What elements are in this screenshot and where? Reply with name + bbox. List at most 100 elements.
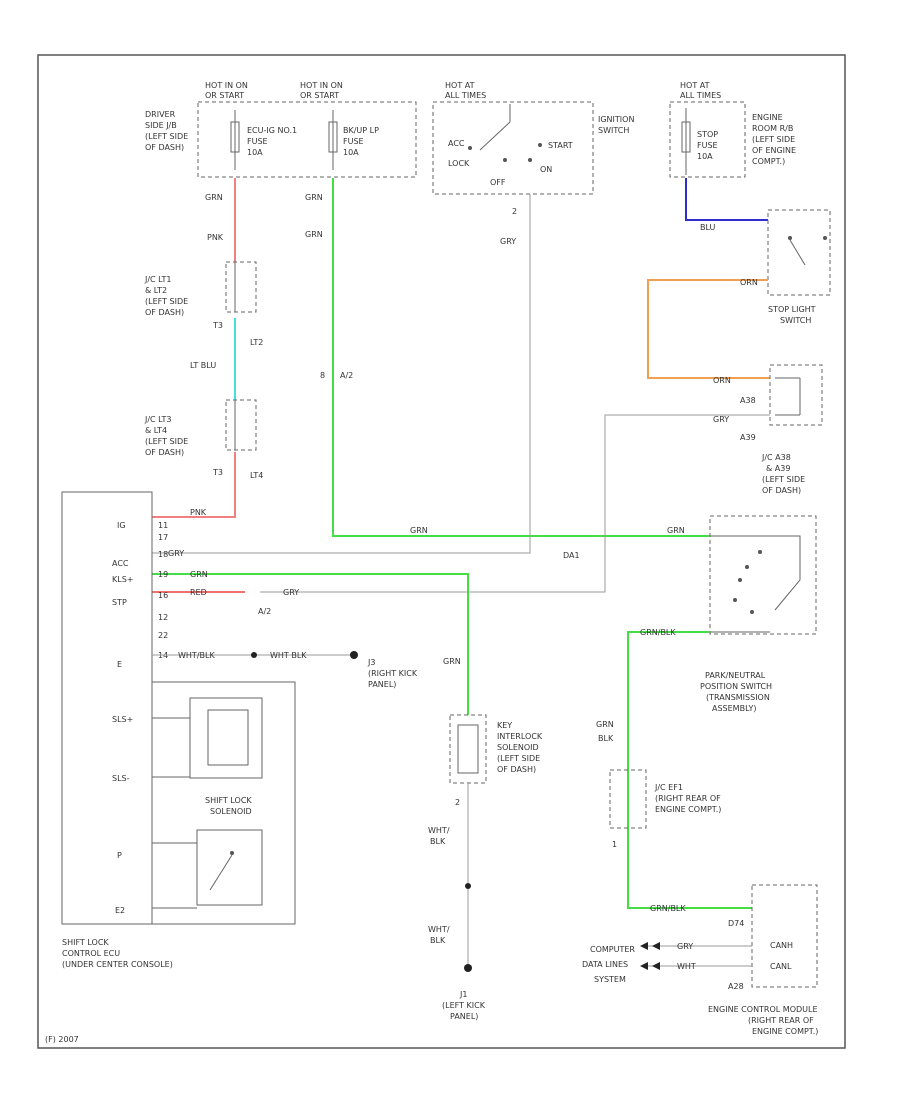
diagram-label: COMPUTER — [590, 945, 635, 954]
diagram-label: ENGINE — [752, 113, 783, 122]
diagram-label: SIDE J/B — [145, 121, 177, 130]
diagram-label: GRN — [190, 570, 208, 579]
diagram-label: LT2 — [250, 338, 263, 347]
diagram-label: (F) 2007 — [45, 1035, 79, 1044]
diagram-label: OF DASH) — [145, 143, 184, 152]
diagram-label: GRN — [667, 526, 685, 535]
diagram-label: INTERLOCK — [497, 732, 543, 741]
diagram-label: (TRANSMISSION — [706, 693, 770, 702]
diagram-label: DA1 — [563, 551, 580, 560]
diagram-label: SWITCH — [780, 316, 811, 325]
engine-room-rb: HOT AT ALL TIMES STOP FUSE 10A ENGINE RO… — [669, 81, 796, 178]
ignition-switch: HOT AT ALL TIMES ACC LOCK OFF ON START I… — [432, 81, 634, 195]
diagram-label: PANEL) — [368, 680, 396, 689]
diagram-label: RED — [190, 588, 207, 597]
jc-ef1: J/C EF1 (RIGHT REAR OF ENGINE COMPT.) 1 — [609, 769, 721, 849]
diagram-label: ENGINE COMPT.) — [752, 1027, 818, 1036]
diagram-label: J1 — [459, 990, 467, 999]
diagram-label: (LEFT KICK — [442, 1001, 486, 1010]
diagram-label: ALL TIMES — [445, 91, 486, 100]
diagram-label: HOT IN ON — [205, 81, 248, 90]
diagram-label: 10A — [343, 148, 359, 157]
diagram-label: FUSE — [697, 141, 718, 150]
diagram-label: SLS- — [112, 774, 130, 783]
diagram-label: GRN/BLK — [640, 628, 676, 637]
diagram-label: ASSEMBLY) — [712, 704, 756, 713]
diagram-label: (RIGHT REAR OF — [655, 794, 721, 803]
diagram-label: OFF — [490, 178, 506, 187]
diagram-label: (LEFT SIDE — [145, 132, 188, 141]
diagram-label: WHT/BLK — [178, 651, 215, 660]
jc-a38: A38 A39 J/C A38 & A39 (LEFT SIDE OF DASH… — [740, 364, 823, 495]
diagram-label: CONTROL ECU — [62, 949, 120, 958]
diagram-label: HOT AT — [680, 81, 710, 90]
diagram-label: STOP LIGHT — [768, 305, 816, 314]
diagram-label: E — [117, 660, 122, 669]
diagram-label: 10A — [247, 148, 263, 157]
diagram-label: T3 — [212, 468, 223, 477]
diagram-label: GRN — [205, 193, 223, 202]
diagram-label: ALL TIMES — [680, 91, 721, 100]
diagram-label: (LEFT SIDE — [762, 475, 805, 484]
diagram-label: T3 — [212, 321, 223, 330]
driver-side-jb: HOT IN ON OR START HOT IN ON OR START DR… — [145, 81, 417, 178]
diagram-label: 18 — [158, 550, 168, 559]
jc-lt1: J/C LT1 & LT2 (LEFT SIDE OF DASH) T3 LT2 — [144, 261, 263, 347]
diagram-label: ORN — [713, 376, 731, 385]
diagram-label: IG — [117, 521, 126, 530]
diagram-label: BLK — [430, 837, 446, 846]
diagram-label: & A39 — [766, 464, 790, 473]
diagram-label: PNK — [190, 508, 207, 517]
diagram-label: LT BLU — [190, 361, 216, 370]
diagram-label: P — [117, 851, 122, 860]
diagram-label: 22 — [158, 631, 168, 640]
diagram-label: J/C LT1 — [144, 275, 172, 284]
diagram-label: GRY — [713, 415, 729, 424]
engine-control-module: D74 A28 CANH CANL GRY WHT COMPUTER DATA … — [582, 884, 818, 1036]
diagram-label: OF DASH) — [497, 765, 536, 774]
diagram-label: A/2 — [340, 371, 353, 380]
diagram-label: PARK/NEUTRAL — [705, 671, 766, 680]
diagram-label: 10A — [697, 152, 713, 161]
diagram-label: FUSE — [343, 137, 364, 146]
diagram-label: E2 — [115, 906, 125, 915]
diagram-label: STP — [112, 598, 127, 607]
diagram-label: CANL — [770, 962, 792, 971]
diagram-label: DRIVER — [145, 110, 176, 119]
diagram-label: DATA LINES — [582, 960, 628, 969]
diagram-label: 8 — [320, 371, 325, 380]
diagram-label: A28 — [728, 982, 744, 991]
diagram-label: BLK — [598, 734, 614, 743]
diagram-label: KEY — [497, 721, 512, 730]
diagram-label: START — [548, 141, 573, 150]
diagram-label: 2 — [455, 798, 460, 807]
diagram-label: POSITION SWITCH — [700, 682, 772, 691]
diagram-label: SHIFT LOCK — [62, 938, 109, 947]
diagram-label: SLS+ — [112, 715, 133, 724]
diagram-label: J/C A38 — [761, 453, 791, 462]
diagram-label: & LT4 — [145, 426, 167, 435]
diagram-label: GRN — [305, 230, 323, 239]
diagram-label: GRY — [283, 588, 299, 597]
diagram-label: SOLENOID — [497, 743, 539, 752]
stop-light-switch: STOP LIGHT SWITCH — [767, 209, 831, 325]
diagram-label: (LEFT SIDE — [497, 754, 540, 763]
diagram-label: (LEFT SIDE — [145, 437, 188, 446]
diagram-label: PNK — [207, 233, 224, 242]
diagram-label: (RIGHT KICK — [368, 669, 418, 678]
diagram-label: ROOM R/B — [752, 124, 793, 133]
diagram-label: BLU — [700, 223, 716, 232]
diagram-label: STOP — [697, 130, 718, 139]
diagram-label: OF DASH) — [145, 308, 184, 317]
diagram-label: 19 — [158, 570, 168, 579]
diagram-label: SYSTEM — [594, 975, 626, 984]
diagram-label: COMPT.) — [752, 157, 785, 166]
diagram-label: WHT/ — [428, 826, 450, 835]
key-interlock-solenoid: KEY INTERLOCK SOLENOID (LEFT SIDE OF DAS… — [449, 714, 543, 807]
diagram-label: J3 — [367, 658, 375, 667]
diagram-frame — [37, 54, 846, 1049]
diagram-label: 16 — [158, 591, 168, 600]
diagram-label: (RIGHT REAR OF — [748, 1016, 814, 1025]
diagram-label: BLK — [430, 936, 446, 945]
